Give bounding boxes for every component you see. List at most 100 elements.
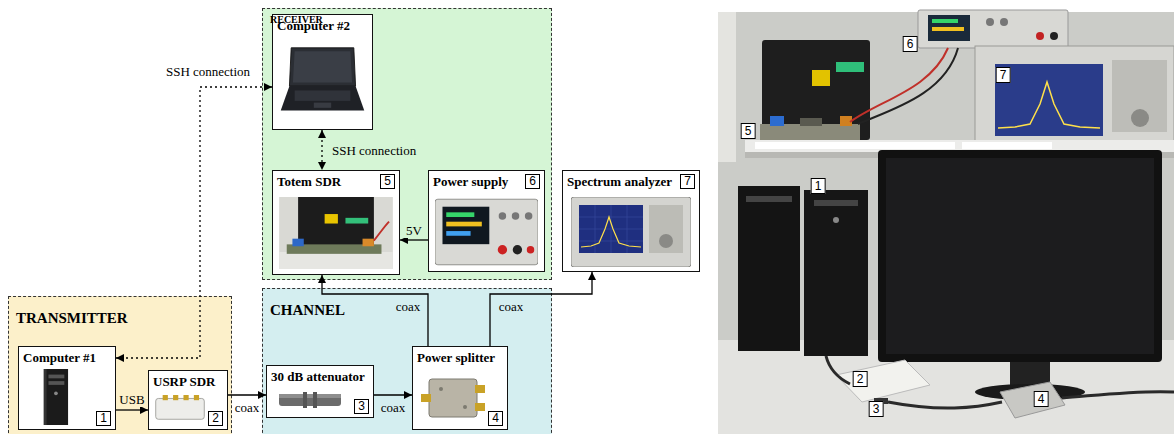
power-supply-unit — [918, 10, 1068, 48]
spectrum-analyzer-unit — [1112, 60, 1167, 132]
shelf — [745, 152, 1174, 158]
device-title: Spectrum analyzer — [567, 174, 672, 189]
callout-number: 6 — [525, 174, 540, 189]
desk — [718, 340, 1174, 434]
device-title: Power supply — [433, 174, 508, 189]
totem-board — [760, 116, 860, 140]
monitor — [886, 158, 1154, 354]
spectrum-analyzer-unit — [975, 46, 1174, 144]
power-supply-unit — [932, 19, 958, 23]
tower-computers — [738, 186, 800, 351]
callout-number: 1 — [96, 411, 111, 426]
desk-devices — [1000, 382, 1065, 418]
callout-number: 4 — [1034, 391, 1049, 407]
region-heading: TRANSMITTER — [16, 310, 128, 327]
esd-case — [836, 62, 864, 72]
monitor — [1010, 362, 1050, 390]
region-heading: CHANNEL — [270, 302, 345, 319]
label-holder: 5V — [404, 221, 424, 239]
totem-board — [760, 124, 860, 140]
connector-label: SSH connection — [330, 143, 418, 158]
connector-label: coax — [394, 299, 423, 314]
device-photo — [279, 197, 393, 269]
desk-devices — [836, 360, 930, 402]
label-holder: coax — [394, 297, 423, 315]
totem-board — [800, 118, 822, 126]
desk — [718, 340, 1174, 434]
device-title: Totem SDR — [277, 174, 341, 189]
callout-number: 3 — [869, 401, 884, 417]
label-holder: coax — [379, 398, 408, 416]
region-box: TRANSMITTER Computer #1 1 USRP SDR 2 — [8, 296, 232, 434]
power-supply-unit — [1036, 32, 1044, 40]
callout-number: 4 — [488, 411, 503, 426]
device-title: Computer #2 — [277, 18, 350, 33]
device-title: Power splitter — [417, 350, 495, 365]
shelf — [745, 140, 1174, 152]
power-cables — [858, 48, 958, 124]
coax-cables — [826, 356, 850, 384]
spectrum-analyzer-unit — [1131, 109, 1149, 127]
device-photo — [571, 197, 691, 267]
connector-label: 5V — [404, 223, 424, 238]
callout-holder: 6 — [903, 34, 918, 52]
device-photo — [275, 388, 345, 412]
desk-devices — [836, 360, 1065, 418]
tower-computers — [746, 196, 792, 202]
power-supply-unit — [928, 15, 970, 41]
esd-case — [762, 40, 870, 140]
connector — [321, 130, 322, 170]
tower-computers — [804, 190, 868, 356]
monitor — [878, 150, 1162, 400]
power-cables — [850, 48, 948, 122]
esd-case — [812, 70, 830, 86]
label-holder: USB — [117, 390, 146, 408]
device-photo — [279, 197, 393, 269]
connector — [116, 409, 148, 410]
connector-label: coax — [379, 400, 408, 415]
label-holder: SSH connection — [164, 62, 252, 80]
device-photo — [44, 369, 68, 425]
totem-board — [840, 116, 852, 126]
device-photo — [571, 197, 691, 267]
monitor — [975, 384, 1085, 400]
callout-holder: 5 — [741, 121, 756, 139]
device-photo — [279, 37, 366, 123]
callout-holder: 7 — [996, 65, 1011, 83]
coax-cables — [1062, 392, 1174, 398]
callout-number: 7 — [996, 67, 1011, 83]
connector — [322, 275, 428, 346]
power-supply-unit — [1050, 32, 1058, 40]
spectrum-analyzer-unit — [998, 82, 1100, 128]
device-title: Computer #1 — [23, 350, 96, 365]
connector-label: SSH connection — [164, 64, 252, 79]
device-box: Computer #2 — [272, 14, 373, 130]
connector — [490, 272, 592, 346]
device-photo — [421, 369, 485, 425]
callout-holder: 4 — [1034, 389, 1049, 407]
device-box: 30 dB attenuator3 — [266, 365, 374, 418]
shelf — [745, 140, 1174, 158]
power-supply-unit — [986, 18, 994, 26]
connector — [400, 239, 428, 240]
connector — [116, 87, 272, 358]
connector-label: coax — [497, 299, 526, 314]
callout-number: 1 — [811, 178, 826, 194]
shelf — [755, 142, 955, 149]
spectrum-analyzer-unit — [995, 64, 1103, 136]
device-box: Computer #1 1 — [18, 346, 116, 430]
esd-case — [762, 40, 870, 140]
device-photo — [27, 369, 83, 425]
device-box: Power supply 6 — [428, 170, 545, 272]
device-title: USRP SDR — [153, 374, 216, 389]
callout-number: 2 — [208, 411, 223, 426]
callout-number: 3 — [354, 399, 369, 414]
lab-wall — [718, 12, 1174, 434]
callout-holder: 1 — [811, 176, 826, 194]
label-holder: SSH connection — [330, 141, 418, 159]
callout-holder: 3 — [869, 399, 884, 417]
monitor — [878, 150, 1162, 362]
